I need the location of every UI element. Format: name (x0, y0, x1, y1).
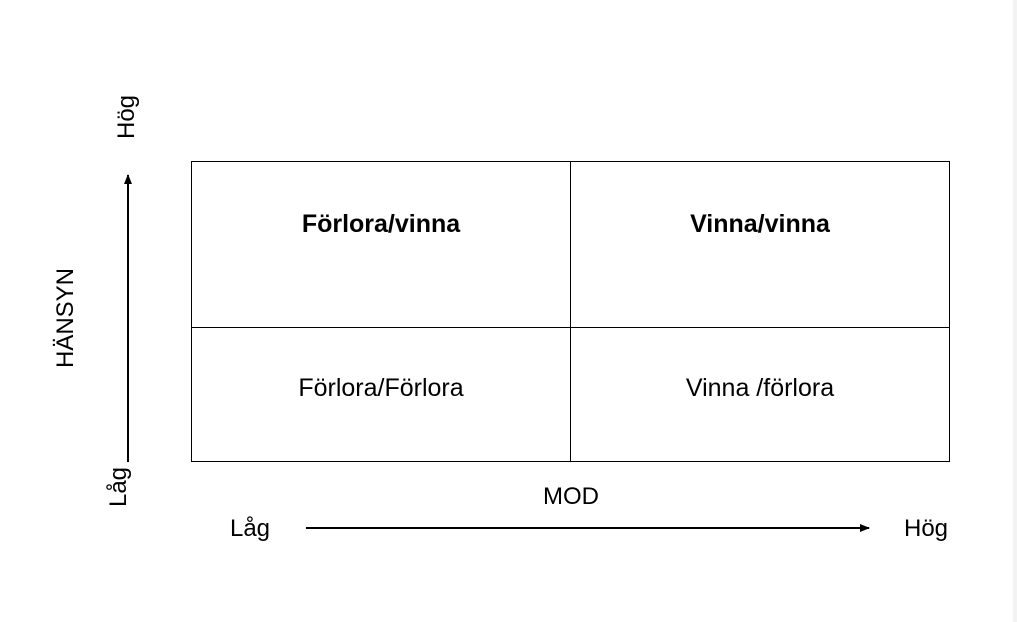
quadrant-bottom-left: Förlora/Förlora (192, 328, 571, 461)
x-axis-low-label: Låg (229, 515, 271, 542)
quadrant-top-right-label: Vinna/vinna (690, 210, 830, 238)
quadrant-matrix: Förlora/vinna Vinna/vinna Förlora/Förlor… (191, 161, 950, 462)
quadrant-bottom-left-label: Förlora/Förlora (298, 374, 464, 402)
x-axis-title: MOD (543, 483, 599, 510)
y-axis-high-label: Hög (113, 94, 140, 140)
quadrant-top-right: Vinna/vinna (571, 162, 949, 328)
quadrant-top-left-label: Förlora/vinna (301, 210, 461, 238)
y-axis-title: HÄNSYN (52, 267, 79, 369)
quadrant-top-left: Förlora/vinna (192, 162, 571, 328)
y-axis-low-label: Låg (105, 466, 132, 508)
x-axis-high-label: Hög (903, 515, 949, 542)
page-edge-strip (1013, 0, 1017, 622)
quadrant-bottom-right-label: Vinna /förlora (685, 374, 835, 402)
quadrant-bottom-right: Vinna /förlora (571, 328, 949, 461)
